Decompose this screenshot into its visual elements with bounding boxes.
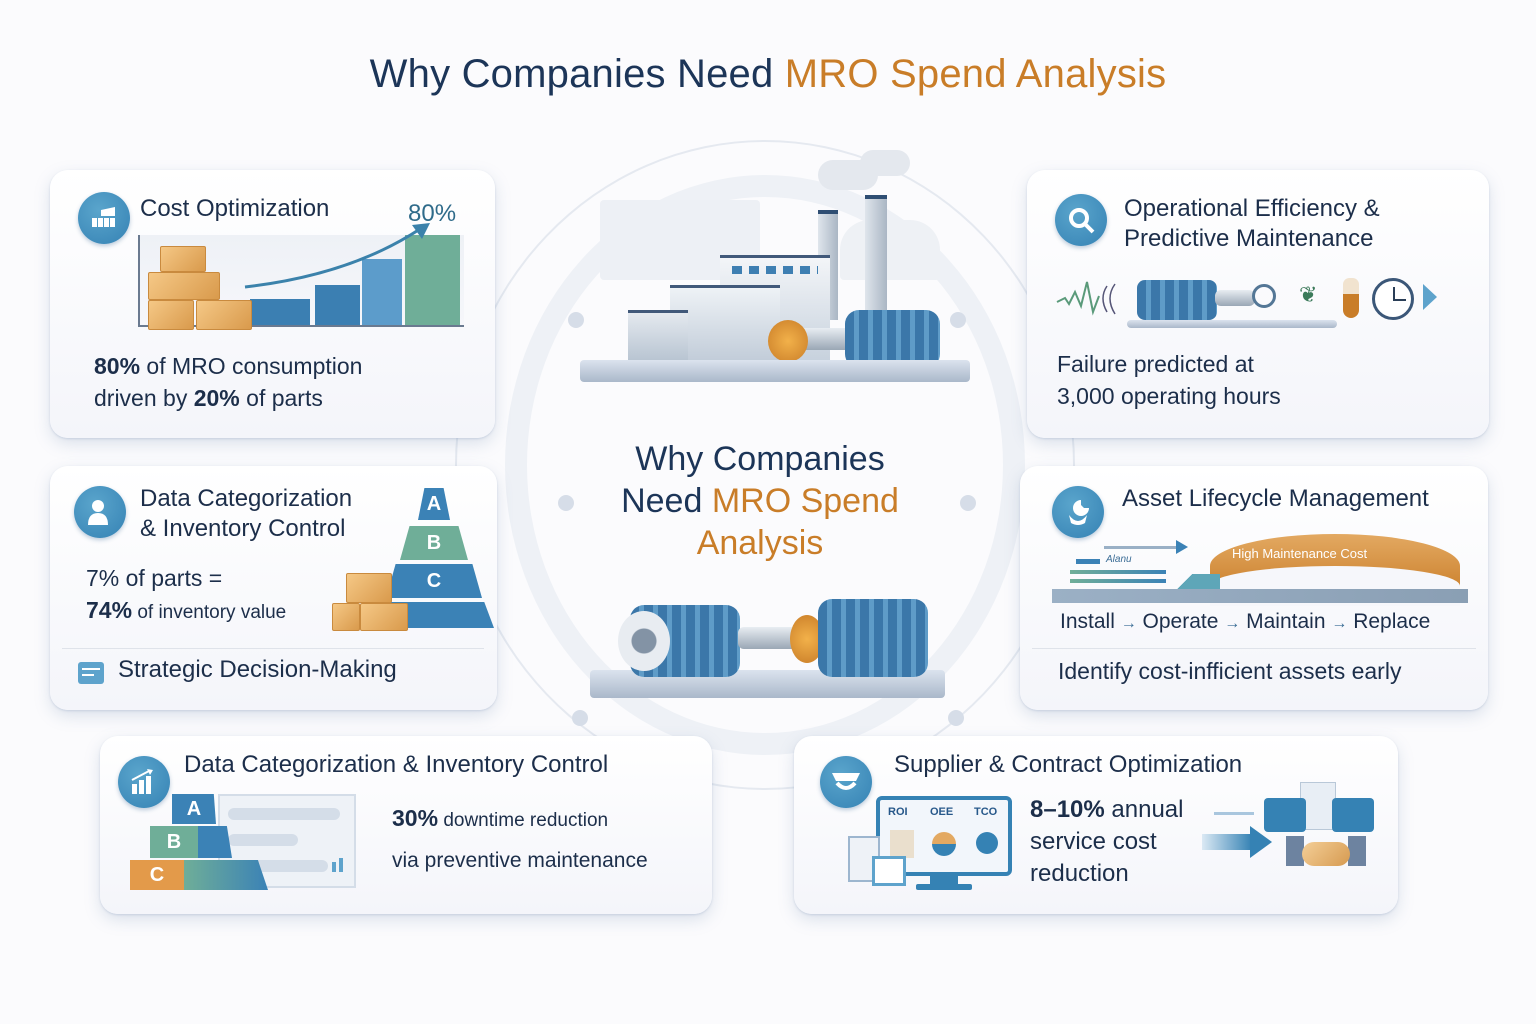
bar: [362, 259, 402, 325]
card-data-categorization: Data Categorization & Inventory Control …: [50, 466, 497, 710]
box-icon: [148, 272, 220, 300]
ops-stat: Failure predicted at 3,000 operating hou…: [1057, 351, 1281, 409]
card-supplier-contract: Supplier & Contract Optimization ROI OEE…: [794, 736, 1398, 914]
progress-arrow-icon: [1104, 546, 1180, 549]
center-title: Why Companies Need MRO Spend Analysis: [580, 438, 940, 564]
box-icon: [346, 573, 392, 603]
vibration-wave-icon: [1056, 281, 1116, 316]
divider: [62, 648, 484, 649]
card-cost-optimization: Cost Optimization 80% 80% of MRO consump…: [50, 170, 495, 438]
high-maintenance-label: High Maintenance Cost: [1232, 546, 1368, 561]
trend-arrow-icon: [244, 223, 430, 289]
pump-motor-illustration: [590, 585, 950, 715]
card-title: Supplier & Contract Optimization: [894, 751, 1243, 778]
lifecycle-timeline: [1052, 589, 1468, 603]
thermometer-icon: [1343, 278, 1359, 318]
box-icon: [160, 246, 206, 272]
dashboard-panel: [218, 794, 356, 888]
connector-node: [572, 710, 588, 726]
box-icon: [148, 300, 194, 330]
background-outer-ring: [455, 140, 1075, 790]
divider: [1032, 648, 1476, 649]
document-icon: [848, 836, 880, 882]
box-icon: [196, 300, 252, 330]
connector-node: [568, 312, 584, 328]
inventory-stat: 7% of parts = 74% of inventory value: [86, 565, 287, 623]
handshake-icon: [820, 756, 872, 808]
clock-icon: [1372, 278, 1414, 320]
pyramid-tier-a: A: [418, 488, 450, 520]
card-title: Operational Efficiency & Predictive Main…: [1124, 195, 1380, 252]
card-title: Asset Lifecycle Management: [1122, 485, 1429, 512]
chevron-right-icon: [1423, 284, 1437, 310]
strategy-icon: [78, 662, 104, 684]
supplier-stat: 8–10% annual service cost reduction: [1030, 796, 1184, 887]
chart-truck-icon: [78, 192, 130, 244]
pyramid-tier-b: B: [400, 526, 468, 560]
person-icon: [74, 486, 126, 538]
center-title-line2-prefix: Need: [621, 482, 712, 520]
chart-card-icon: [872, 856, 906, 886]
tier-a: A: [172, 794, 216, 824]
bar: [315, 285, 360, 325]
lifecycle-steps: Install → Operate → Maintain → Replace: [1060, 610, 1431, 633]
card-data-categorization-bottom: Data Categorization & Inventory Control …: [100, 736, 712, 914]
magnifier-icon: [1055, 194, 1107, 246]
tier-b: B: [150, 826, 198, 858]
plant-icon: ❦: [1299, 282, 1318, 307]
card-operational-efficiency: Operational Efficiency & Predictive Main…: [1027, 170, 1489, 438]
center-title-line2-accent: MRO Spend: [711, 482, 899, 520]
downtime-stat: 30% downtime reduction via preventive ma…: [392, 805, 648, 872]
chart-peak-label: 80%: [408, 200, 457, 227]
card-asset-lifecycle: Asset Lifecycle Management High Maintena…: [1020, 466, 1488, 710]
connector-node: [558, 495, 574, 511]
box-icon: [332, 603, 360, 631]
connector-node: [948, 710, 964, 726]
title-accent: MRO Spend Analysis: [784, 52, 1167, 96]
card-title: Data Categorization & Inventory Control: [184, 751, 609, 778]
cost-stat: 80% of MRO consumption driven by 20% of …: [94, 353, 363, 411]
lifecycle-bar-label: Alanu: [1106, 554, 1132, 565]
pump-motor-icon: [1137, 280, 1217, 320]
center-title-line1: Why Companies: [635, 440, 885, 478]
card-title: Cost Optimization: [140, 195, 330, 222]
center-title-line3: Analysis: [696, 524, 824, 562]
title-prefix: Why Companies Need: [369, 52, 785, 96]
bar-growth-icon: [118, 756, 170, 808]
arrow-right-icon: [1202, 834, 1252, 850]
box-icon: [360, 603, 408, 631]
page-title: Why Companies Need MRO Spend Analysis: [0, 52, 1536, 97]
strategic-decision-label: Strategic Decision-Making: [118, 656, 397, 683]
connector-node: [960, 495, 976, 511]
connector-node: [950, 312, 966, 328]
bar: [405, 235, 460, 325]
tier-c: C: [130, 860, 184, 890]
bar: [250, 299, 310, 325]
handshake-illustration: [1286, 832, 1366, 872]
pyramid-tier-c: C: [386, 564, 482, 598]
card-title: Data Categorization & Inventory Control: [140, 485, 353, 542]
factory-illustration: [560, 150, 980, 400]
contract-files-icon: [1264, 782, 1376, 836]
wrench-icon: [1052, 486, 1104, 538]
asset-footer: Identify cost-infficient assets early: [1058, 658, 1402, 684]
